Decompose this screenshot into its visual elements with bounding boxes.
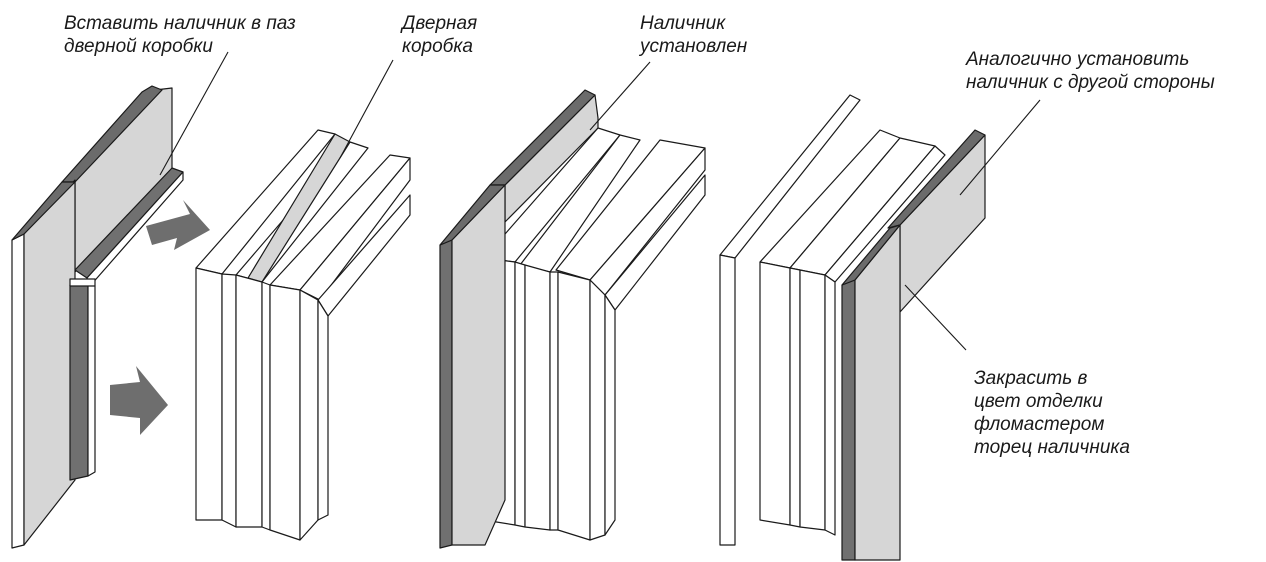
label-install-other-side: Аналогично установить наличник с другой …	[966, 49, 1215, 93]
frame-with-casing	[439, 89, 706, 549]
door-frame	[195, 129, 411, 541]
label-casing-installed: Наличник установлен	[640, 13, 748, 57]
frame-both-sides	[719, 94, 986, 561]
label-insert-casing: Вставить наличник в паз дверной коробки	[64, 13, 296, 57]
arrow-right-icon	[110, 366, 168, 435]
label-paint-end: Закрасить в цвет отделки фломастером тор…	[974, 368, 1130, 458]
casing-assembly	[11, 85, 184, 549]
label-door-frame: Дверная коробка	[402, 13, 478, 57]
arrow-right-icon	[146, 200, 210, 250]
